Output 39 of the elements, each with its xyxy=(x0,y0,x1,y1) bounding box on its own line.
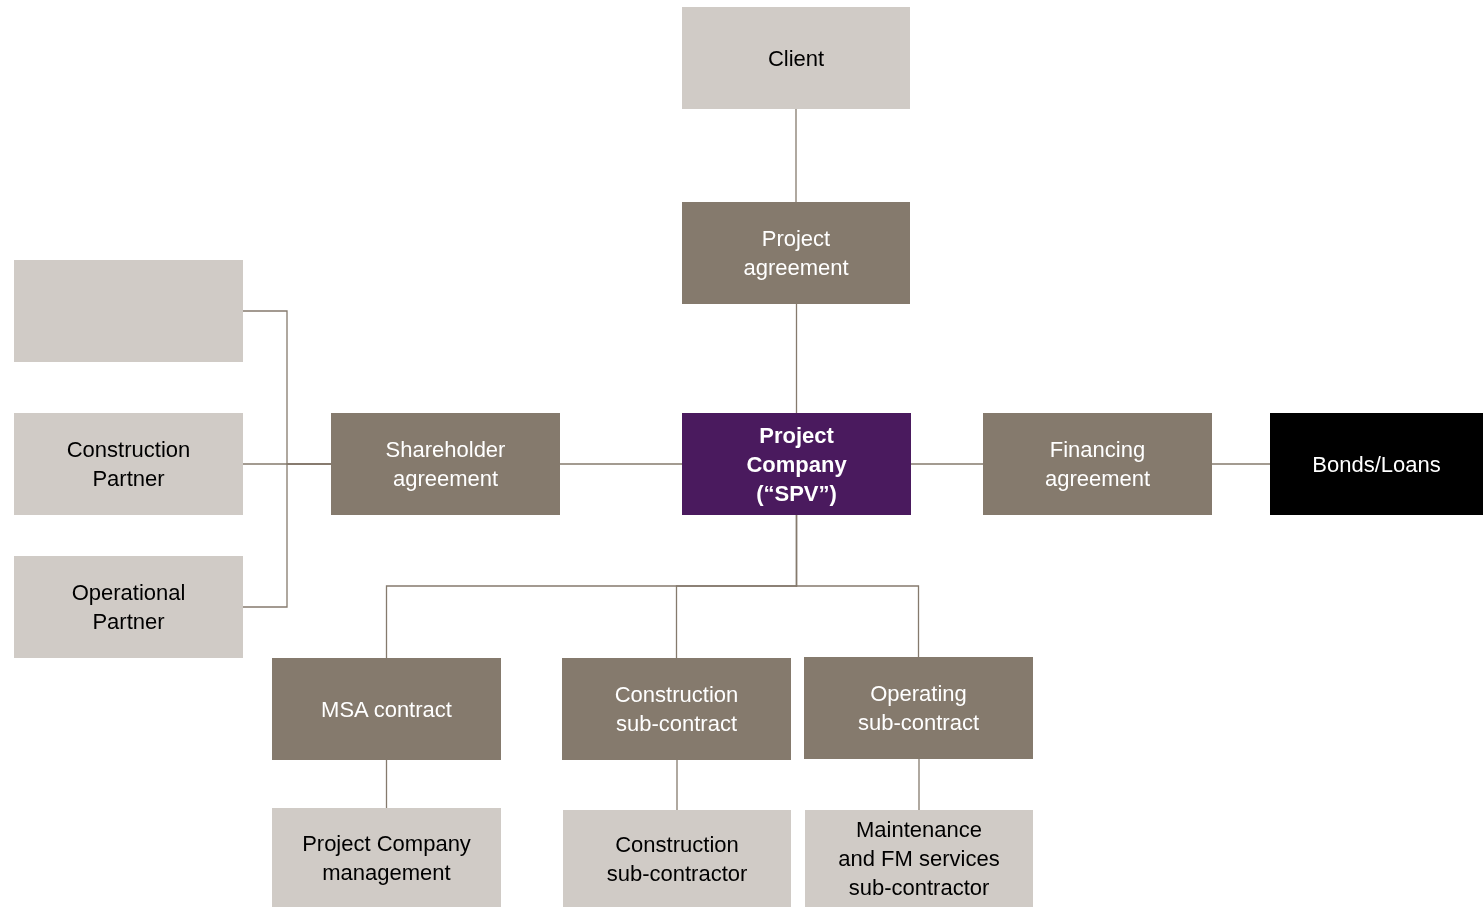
party-box xyxy=(682,7,910,109)
box-label: MSA contract xyxy=(321,695,452,724)
connector-line xyxy=(910,463,984,465)
party-box xyxy=(272,808,501,907)
box-party xyxy=(14,260,243,362)
box-label: Operating sub-contract xyxy=(856,680,981,737)
agreement-box xyxy=(983,413,1212,515)
connector-line xyxy=(795,303,798,414)
party-box xyxy=(563,810,791,907)
connector-line xyxy=(385,759,388,809)
agreement-box xyxy=(804,657,1033,759)
finance-box xyxy=(1270,413,1483,515)
party-box xyxy=(805,810,1033,907)
company-box xyxy=(682,413,911,515)
connector-line xyxy=(918,758,920,811)
agreement-box xyxy=(272,658,501,760)
connector-line xyxy=(676,759,678,811)
box-label: Operational Partner xyxy=(70,579,187,636)
box-label: Shareholder agreement xyxy=(384,436,507,493)
box-label: Construction sub-contract xyxy=(613,681,740,738)
box-label: Maintenance and FM services sub-contractor xyxy=(837,816,1001,902)
agreement-box xyxy=(331,413,560,515)
connector-line xyxy=(242,463,332,608)
box-label: Financing agreement xyxy=(1043,436,1152,493)
agreement-box xyxy=(682,202,910,304)
connector-line xyxy=(559,463,683,465)
box-label: Bonds/Loans xyxy=(1312,450,1441,479)
box-label: Project Company (“SPV”) xyxy=(745,421,848,508)
box-label: Project Company management xyxy=(301,829,472,887)
box-label: Project agreement xyxy=(742,225,850,282)
agreement-box xyxy=(562,658,791,760)
connector-line xyxy=(1211,463,1271,465)
connector-line xyxy=(795,514,920,658)
party-box xyxy=(14,556,243,658)
party-box xyxy=(14,413,243,515)
box-label: Construction Partner xyxy=(65,436,192,493)
connector-line xyxy=(795,108,797,203)
box-label: Client xyxy=(767,44,825,73)
box-label: Construction sub-contractor xyxy=(605,830,749,888)
